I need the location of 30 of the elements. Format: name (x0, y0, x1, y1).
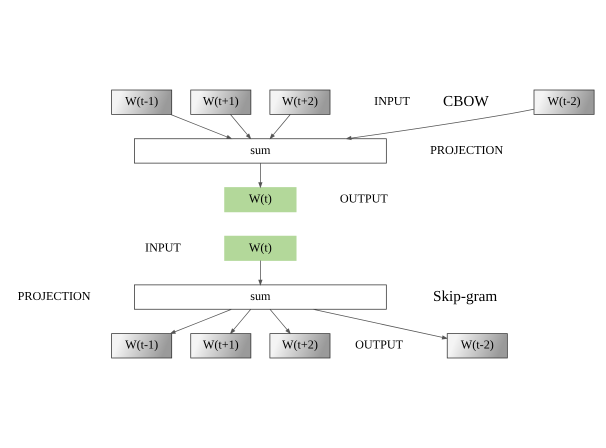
node-box: W(t+2) (270, 90, 330, 115)
arrow (345, 108, 534, 140)
label: OUTPUT (355, 338, 404, 352)
arrow (270, 308, 291, 334)
node-box: W(t-1) (111, 90, 172, 115)
label: INPUT (374, 94, 410, 108)
label: PROJECTION (430, 142, 504, 157)
label: INPUT (145, 240, 181, 254)
node-box: sum (134, 138, 387, 164)
arrow (169, 308, 232, 334)
node-box: W(t+1) (190, 333, 252, 358)
node-box: W(t-2) (446, 333, 508, 358)
arrow (258, 260, 263, 286)
arrow (170, 114, 233, 140)
node-box: W(t+2) (270, 333, 330, 358)
node-box: W(t-2) (534, 90, 594, 115)
label: PROJECTION (18, 288, 91, 303)
node-box: W(t) (224, 187, 297, 212)
node-box: W(t-1) (111, 333, 172, 358)
label: CBOW (443, 93, 489, 110)
node-box: sum (134, 284, 387, 310)
arrow (230, 308, 252, 334)
node-box: W(t) (224, 236, 297, 261)
arrow (258, 162, 263, 188)
arrow (269, 114, 291, 140)
node-box: W(t+1) (190, 90, 252, 115)
arrow (312, 308, 448, 340)
label: OUTPUT (340, 192, 388, 206)
arrow (230, 114, 252, 140)
label: Skip-gram (432, 288, 498, 305)
